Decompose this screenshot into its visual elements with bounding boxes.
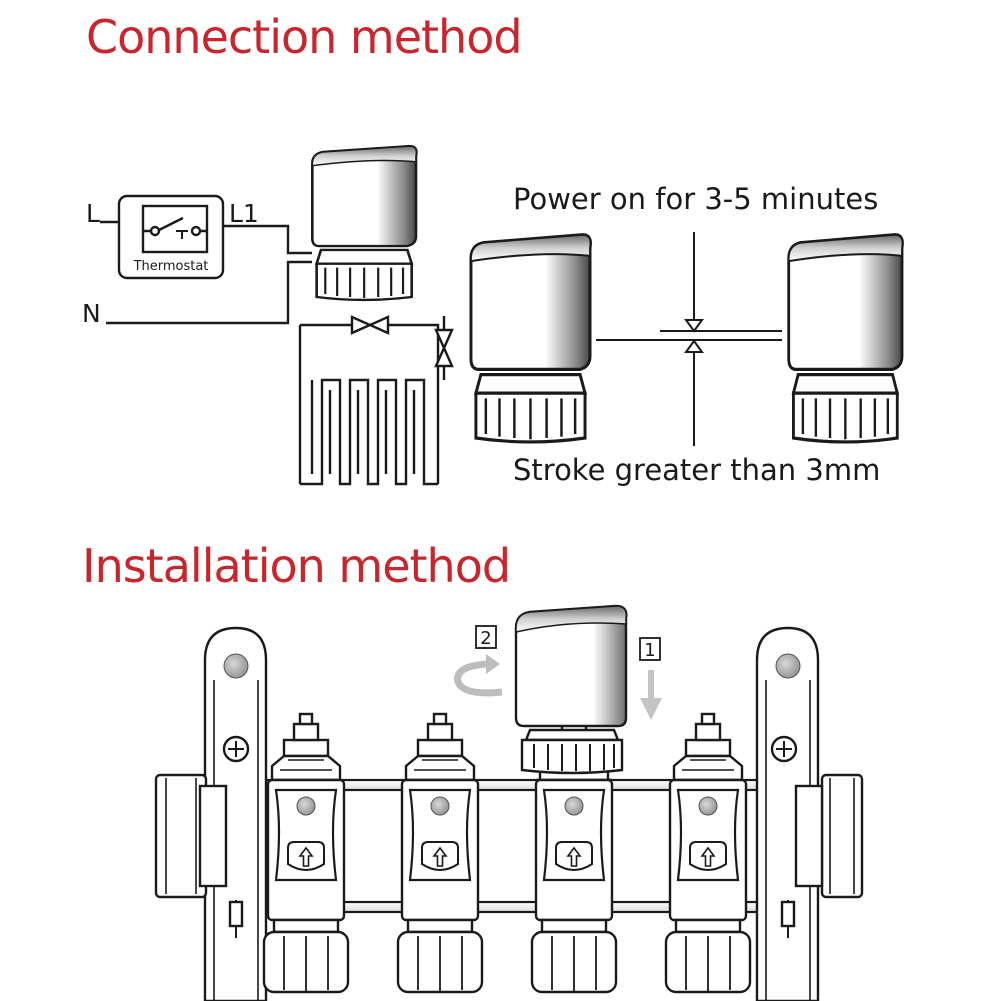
actuator-before (469, 233, 593, 444)
floor-heating-coil (300, 378, 438, 486)
live-label: L (86, 199, 100, 228)
step-2-number: 2 (480, 628, 491, 649)
live-out-label: L1 (229, 199, 259, 228)
right-end-fitting (794, 773, 864, 899)
supply-pipe (298, 323, 428, 484)
supply-valve-right (367, 315, 390, 335)
wiring-schematic (100, 194, 454, 486)
switch-contact-right (190, 225, 202, 237)
connection-method-heading: Connection method (86, 10, 523, 64)
manifold-valve-1 (262, 712, 350, 994)
live-out-wire (223, 224, 312, 255)
thermostat-label: Thermostat (133, 259, 209, 274)
switch-contact-left (149, 225, 161, 237)
manifold-valve-2 (396, 712, 484, 994)
stroke-arrow-top (684, 319, 704, 333)
step-2-box (475, 625, 497, 649)
manifold-assembly (154, 626, 864, 1001)
supply-valve-left (350, 315, 373, 335)
manifold-valve-3 (530, 712, 618, 994)
manifold-valve-4 (664, 712, 752, 994)
neutral-label: N (82, 299, 101, 328)
step-1: 1 (639, 637, 662, 720)
stroke-dimension (596, 232, 782, 446)
switch-lever (158, 216, 184, 232)
mounting-actuator (514, 604, 628, 775)
neutral-wire (106, 260, 312, 325)
left-end-fitting (154, 773, 228, 899)
stroke-note: Stroke greater than 3mm (513, 453, 880, 487)
schematic-actuator (311, 144, 418, 302)
step-1-box (639, 637, 661, 661)
power-on-note: Power on for 3-5 minutes (513, 182, 878, 216)
rotate-arrow-icon (454, 654, 503, 697)
right-bracket (755, 626, 820, 1001)
arrow-down-icon (640, 670, 662, 720)
step-2: 2 (454, 625, 503, 697)
stroke-arrow-bottom (684, 339, 704, 353)
installation-method-heading: Installation method (82, 539, 511, 593)
step-1-number: 1 (644, 640, 655, 661)
actuator-after (787, 233, 905, 444)
